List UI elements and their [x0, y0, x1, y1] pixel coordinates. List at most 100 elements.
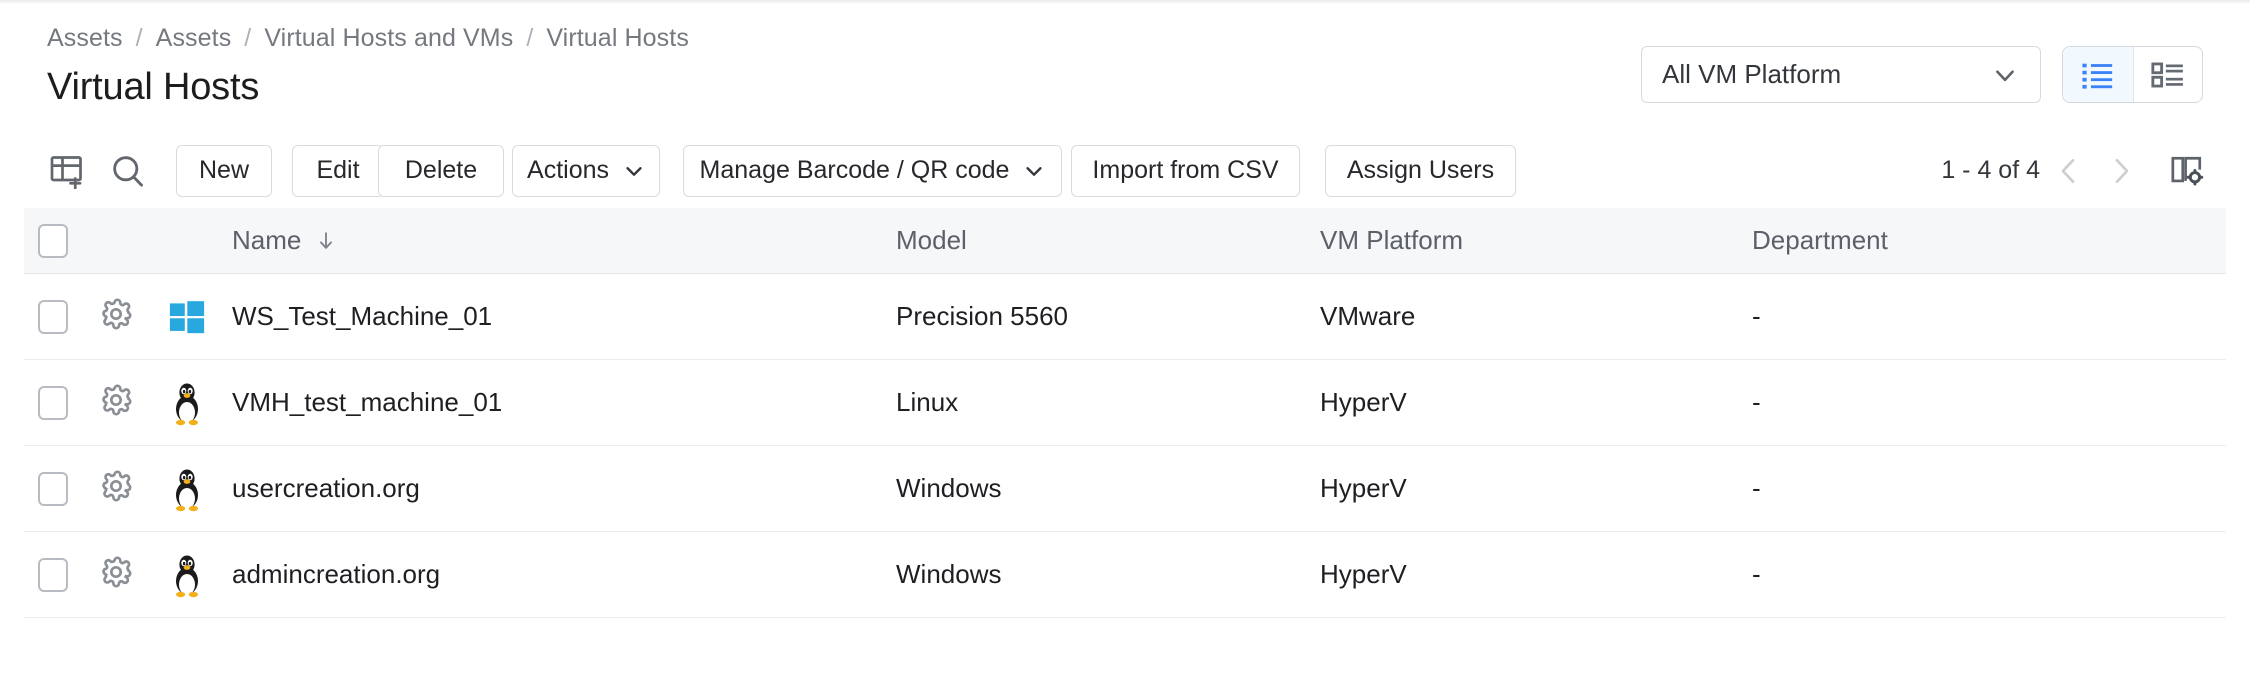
breadcrumb: Assets / Assets / Virtual Hosts and VMs …: [47, 24, 689, 53]
new-button-label: New: [198, 156, 249, 184]
manage-barcode-qr-label: Manage Barcode / QR code: [699, 156, 1010, 184]
detail-view-icon: [2151, 62, 2183, 87]
cell-name[interactable]: admincreation.org: [232, 559, 441, 589]
cell-department: -: [1752, 559, 1761, 589]
column-header-department-label: Department: [1752, 225, 1888, 255]
breadcrumb-separator: /: [244, 24, 252, 52]
arrow-down-icon: [315, 230, 337, 252]
column-header-department[interactable]: Department: [1752, 225, 2226, 256]
cell-department: -: [1752, 301, 1761, 331]
row-checkbox[interactable]: [38, 557, 68, 592]
table-row[interactable]: usercreation.org Windows HyperV -: [24, 446, 2226, 532]
breadcrumb-separator: /: [526, 24, 534, 52]
page-title: Virtual Hosts: [47, 66, 260, 108]
column-header-name-label: Name: [232, 225, 302, 255]
vm-platform-filter-value: All VM Platform: [1662, 59, 1842, 89]
row-settings-cell: [82, 383, 150, 422]
cell-department: -: [1752, 473, 1761, 503]
column-header-vm-platform-label: VM Platform: [1320, 225, 1464, 255]
cell-vm-platform: HyperV: [1320, 387, 1407, 417]
chevron-down-icon: [1023, 160, 1045, 182]
row-os-cell: [150, 298, 224, 336]
linux-icon: [176, 469, 198, 511]
breadcrumb-item-2[interactable]: Assets: [155, 24, 232, 52]
gear-icon[interactable]: [99, 469, 133, 508]
actions-button[interactable]: Actions: [512, 144, 660, 197]
column-settings-icon[interactable]: [2164, 148, 2210, 194]
import-from-csv-label: Import from CSV: [1092, 156, 1279, 184]
search-icon[interactable]: [108, 151, 148, 191]
chevron-down-icon: [623, 160, 645, 182]
add-column-icon[interactable]: [47, 151, 87, 191]
breadcrumb-item-3[interactable]: Virtual Hosts and VMs: [264, 24, 514, 52]
cell-name[interactable]: VMH_test_machine_01: [232, 387, 503, 417]
cell-model: Linux: [896, 387, 959, 417]
cell-name[interactable]: WS_Test_Machine_01: [232, 301, 493, 331]
import-from-csv-button[interactable]: Import from CSV: [1071, 144, 1300, 197]
breadcrumb-separator: /: [135, 24, 143, 52]
gear-icon[interactable]: [99, 555, 133, 594]
pagination: 1 - 4 of 4: [1941, 148, 2210, 194]
virtual-hosts-table: Name Model VM Platform Department: [24, 208, 2226, 618]
row-checkbox[interactable]: [38, 385, 68, 420]
gear-icon[interactable]: [99, 383, 133, 422]
cell-vm-platform: HyperV: [1320, 473, 1407, 503]
row-select-cell: [24, 385, 82, 420]
column-header-name[interactable]: Name: [224, 225, 896, 256]
actions-button-label: Actions: [527, 156, 609, 184]
delete-button[interactable]: Delete: [378, 144, 504, 197]
vm-platform-filter-select[interactable]: All VM Platform: [1641, 46, 2041, 103]
row-select-cell: [24, 471, 82, 506]
pagination-prev-button[interactable]: [2046, 148, 2092, 194]
edit-button-label: Edit: [316, 156, 360, 184]
pagination-next-button[interactable]: [2098, 148, 2144, 194]
list-view-icon: [2082, 63, 2112, 89]
column-header-model[interactable]: Model: [896, 225, 1320, 256]
table-toolbar: New Edit Delete Actions Manage Barcode /…: [0, 134, 2250, 207]
windows-icon: [169, 300, 205, 333]
select-all-cell: [24, 223, 82, 258]
row-os-cell: [150, 380, 224, 426]
select-all-checkbox[interactable]: [38, 223, 68, 258]
table-row[interactable]: VMH_test_machine_01 Linux HyperV -: [24, 360, 2226, 446]
table-row[interactable]: WS_Test_Machine_01 Precision 5560 VMware…: [24, 274, 2226, 360]
chevron-down-icon: [1992, 62, 2018, 88]
new-button[interactable]: New: [176, 144, 272, 197]
cell-department: -: [1752, 387, 1761, 417]
row-settings-cell: [82, 297, 150, 336]
cell-model: Precision 5560: [896, 301, 1068, 331]
cell-model: Windows: [896, 559, 1002, 589]
row-settings-cell: [82, 555, 150, 594]
table-header-row: Name Model VM Platform Department: [24, 208, 2226, 274]
view-toggle-list[interactable]: [2063, 47, 2133, 102]
view-toggle-detail[interactable]: [2132, 47, 2203, 102]
cell-vm-platform: HyperV: [1320, 559, 1407, 589]
page-header: Assets / Assets / Virtual Hosts and VMs …: [0, 0, 2250, 132]
table-row[interactable]: admincreation.org Windows HyperV -: [24, 532, 2226, 618]
cell-model: Windows: [896, 473, 1002, 503]
column-header-vm-platform[interactable]: VM Platform: [1320, 225, 1752, 256]
row-checkbox[interactable]: [38, 299, 68, 334]
window-top-edge: [0, 0, 2250, 4]
edit-button[interactable]: Edit: [292, 144, 384, 197]
row-settings-cell: [82, 469, 150, 508]
assign-users-label: Assign Users: [1346, 156, 1495, 184]
cell-vm-platform: VMware: [1320, 301, 1416, 331]
assign-users-button[interactable]: Assign Users: [1325, 144, 1516, 197]
gear-icon[interactable]: [99, 297, 133, 336]
column-header-model-label: Model: [896, 225, 967, 255]
row-os-cell: [150, 466, 224, 512]
linux-icon: [176, 555, 198, 597]
breadcrumb-item-1[interactable]: Assets: [47, 24, 123, 52]
breadcrumb-item-4[interactable]: Virtual Hosts: [546, 24, 689, 52]
view-mode-toggle: [2062, 46, 2203, 103]
linux-icon: [176, 383, 198, 425]
cell-name[interactable]: usercreation.org: [232, 473, 420, 503]
manage-barcode-qr-button[interactable]: Manage Barcode / QR code: [683, 144, 1062, 197]
row-select-cell: [24, 299, 82, 334]
delete-button-label: Delete: [404, 156, 478, 184]
row-checkbox[interactable]: [38, 471, 68, 506]
pagination-range: 1 - 4 of 4: [1941, 156, 2040, 184]
row-select-cell: [24, 557, 82, 592]
